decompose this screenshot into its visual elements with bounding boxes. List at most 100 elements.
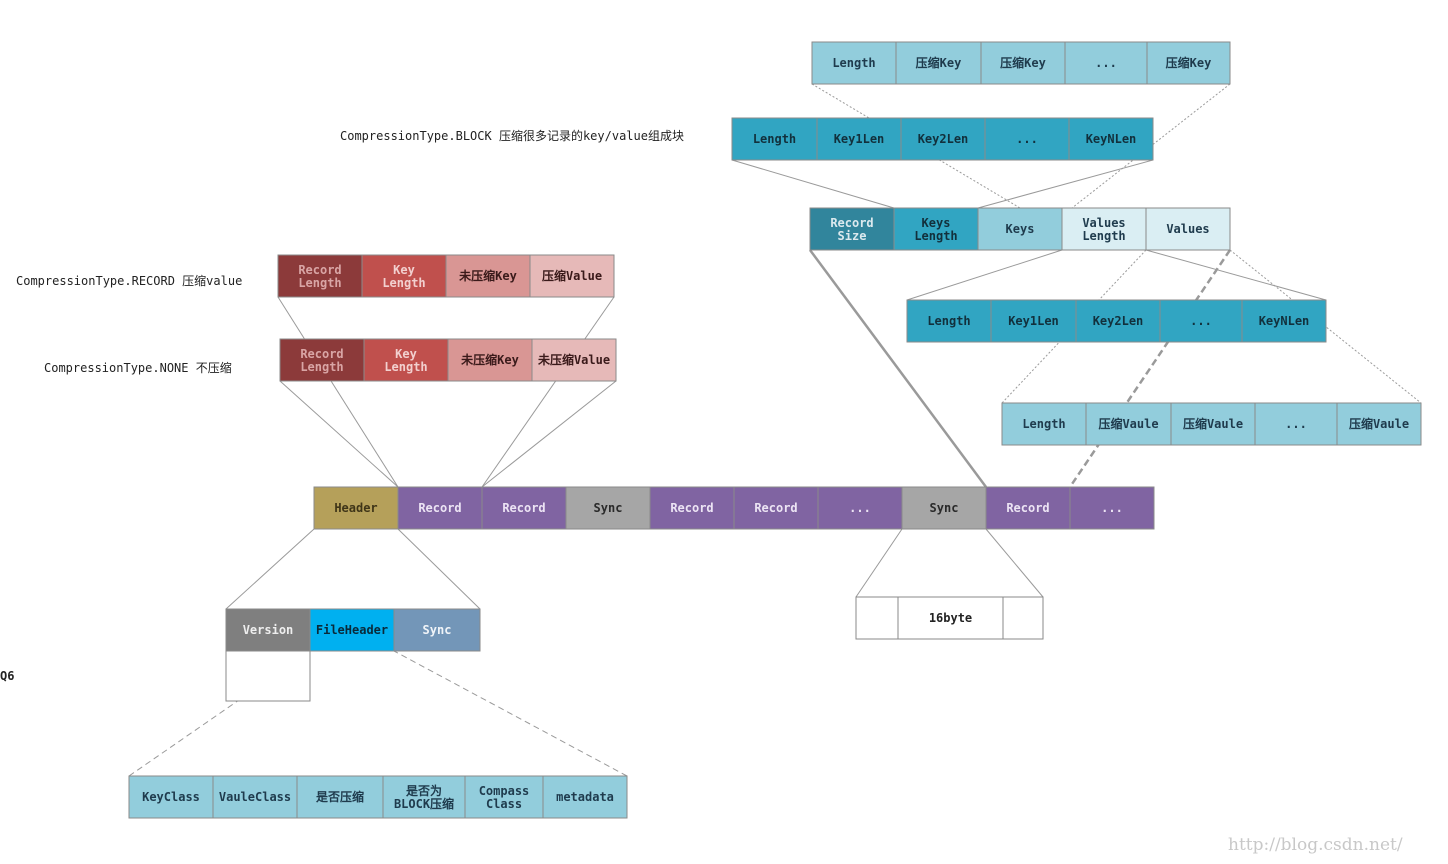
label-no-compression: CompressionType.NONE 不压缩	[44, 360, 232, 375]
record-none-cell-2: 未压缩Key	[447, 338, 533, 382]
record-compressed-cell-2: 未压缩Key	[445, 254, 531, 298]
file-cell-9: ...	[1069, 486, 1155, 530]
block-parts-cell-box	[809, 207, 895, 251]
sync-cell-2	[1002, 596, 1044, 640]
record-none-cell-box	[279, 338, 365, 382]
fileheader-cell-box	[212, 775, 298, 819]
header-cell-1: FileHeader	[309, 608, 395, 652]
value-len-cell-label: Key1Len	[1008, 314, 1059, 328]
sync-to-file-line	[985, 528, 1044, 598]
header-cell-box	[225, 608, 311, 652]
block-parts-cell-2: Keys	[977, 207, 1063, 251]
block-keylen-cell-label: Length	[753, 132, 796, 146]
fileheader-cell-0: KeyClass	[128, 775, 214, 819]
values-cell-3: ...	[1254, 402, 1338, 446]
block-keylen-cell-box	[816, 117, 902, 161]
version-cell-1: SEQ6	[0, 669, 14, 683]
sync-cell-0	[855, 596, 899, 640]
file-cell-label: Record	[754, 501, 797, 515]
fileheader-cell-1: VauleClass	[212, 775, 298, 819]
version-cell-label: SEQ6	[0, 669, 14, 683]
sync-cell-box	[855, 596, 899, 640]
values-cell-label: 压缩Vaule	[1183, 416, 1243, 431]
values-cell-label: Length	[1022, 417, 1065, 431]
keylen-to-block-line	[977, 159, 1154, 209]
top-keys-cell-4: 压缩Key	[1146, 41, 1231, 85]
record-compressed-cell-label: 压缩Value	[542, 268, 602, 283]
block-keylen-cell-box	[731, 117, 818, 161]
record-to-file-line	[279, 380, 399, 488]
value-len-cell-box	[990, 299, 1077, 343]
block-keylen-cell-label: KeyNLen	[1086, 132, 1137, 146]
sync-cell-label: 16byte	[929, 611, 972, 625]
header-cell-2: Sync	[393, 608, 481, 652]
value-len-cell-3: ...	[1159, 299, 1243, 343]
block-parts-cell-box	[977, 207, 1063, 251]
fileheader-to-header-line	[393, 650, 628, 777]
header-cell-label: Sync	[423, 623, 452, 637]
header-cell-0: Version	[225, 608, 311, 652]
record-none-cell-box	[531, 338, 617, 382]
top-keys-cell-box	[811, 41, 897, 85]
fileheader-cell-box	[128, 775, 214, 819]
fileheader-cell-5: metadata	[542, 775, 628, 819]
record-none-cell-label: 未压缩Key	[460, 352, 519, 367]
record-compressed-cell-box	[361, 254, 447, 298]
label-block-compression: CompressionType.BLOCK 压缩很多记录的key/value组成…	[340, 128, 684, 143]
record-none-cell-label: 未压缩Value	[537, 352, 610, 367]
top-keys-cell-0: Length	[811, 41, 897, 85]
block-keylen-cell-3: ...	[984, 117, 1070, 161]
record-compressed-cell-label: 未压缩Key	[458, 268, 517, 283]
file-cell-1: Record	[397, 486, 483, 530]
file-cell-4: Record	[649, 486, 735, 530]
value-len-cell-4: KeyNLen	[1241, 299, 1327, 343]
top-keys-cell-label: 压缩Key	[916, 55, 962, 70]
block-parts-cell-4: Values	[1145, 207, 1231, 251]
record-to-file-line	[481, 380, 617, 488]
file-cell-box	[985, 486, 1071, 530]
value-len-cell-1: Key1Len	[990, 299, 1077, 343]
record-to-file-line	[481, 296, 615, 488]
block-keylen-cell-label: Key1Len	[834, 132, 885, 146]
version-cell-box	[225, 650, 311, 702]
fileheader-cell-box	[296, 775, 384, 819]
fileheader-cell-box	[542, 775, 628, 819]
value-len-cell-box	[1159, 299, 1243, 343]
values-cell-1: 压缩Vaule	[1085, 402, 1172, 446]
file-cell-label: Sync	[594, 501, 623, 515]
record-none-cell-box	[447, 338, 533, 382]
block-to-valuelen-line	[906, 249, 1063, 301]
file-cell-label: ...	[1101, 501, 1123, 515]
file-cell-label: Record	[418, 501, 461, 515]
file-cell-6: ...	[817, 486, 903, 530]
block-keylen-cell-0: Length	[731, 117, 818, 161]
top-keys-cell-box	[895, 41, 982, 85]
top-keys-cell-3: ...	[1064, 41, 1148, 85]
fileheader-cell-2: 是否压缩	[296, 775, 384, 819]
top-keys-cell-2: 压缩Key	[980, 41, 1066, 85]
record-compressed-cell-box	[445, 254, 531, 298]
top-keys-cell-box	[980, 41, 1066, 85]
fileheader-cell-label: VauleClass	[219, 790, 291, 804]
record-compressed-cell-box	[529, 254, 615, 298]
block-parts-cell-label: Values	[1166, 222, 1209, 236]
record-none-cell-box	[363, 338, 449, 382]
file-cell-box	[1069, 486, 1155, 530]
label-record-compression: CompressionType.RECORD 压缩value	[16, 273, 242, 288]
sync-cell-box	[897, 596, 1004, 640]
values-cell-label: ...	[1285, 417, 1307, 431]
block-parts-cell-box	[893, 207, 979, 251]
fileheader-cell-label: metadata	[556, 790, 614, 804]
value-len-cell-box	[906, 299, 992, 343]
values-cell-label: 压缩Vaule	[1349, 416, 1409, 431]
header-cell-label: FileHeader	[316, 623, 388, 637]
keylen-to-block-line	[731, 159, 895, 209]
